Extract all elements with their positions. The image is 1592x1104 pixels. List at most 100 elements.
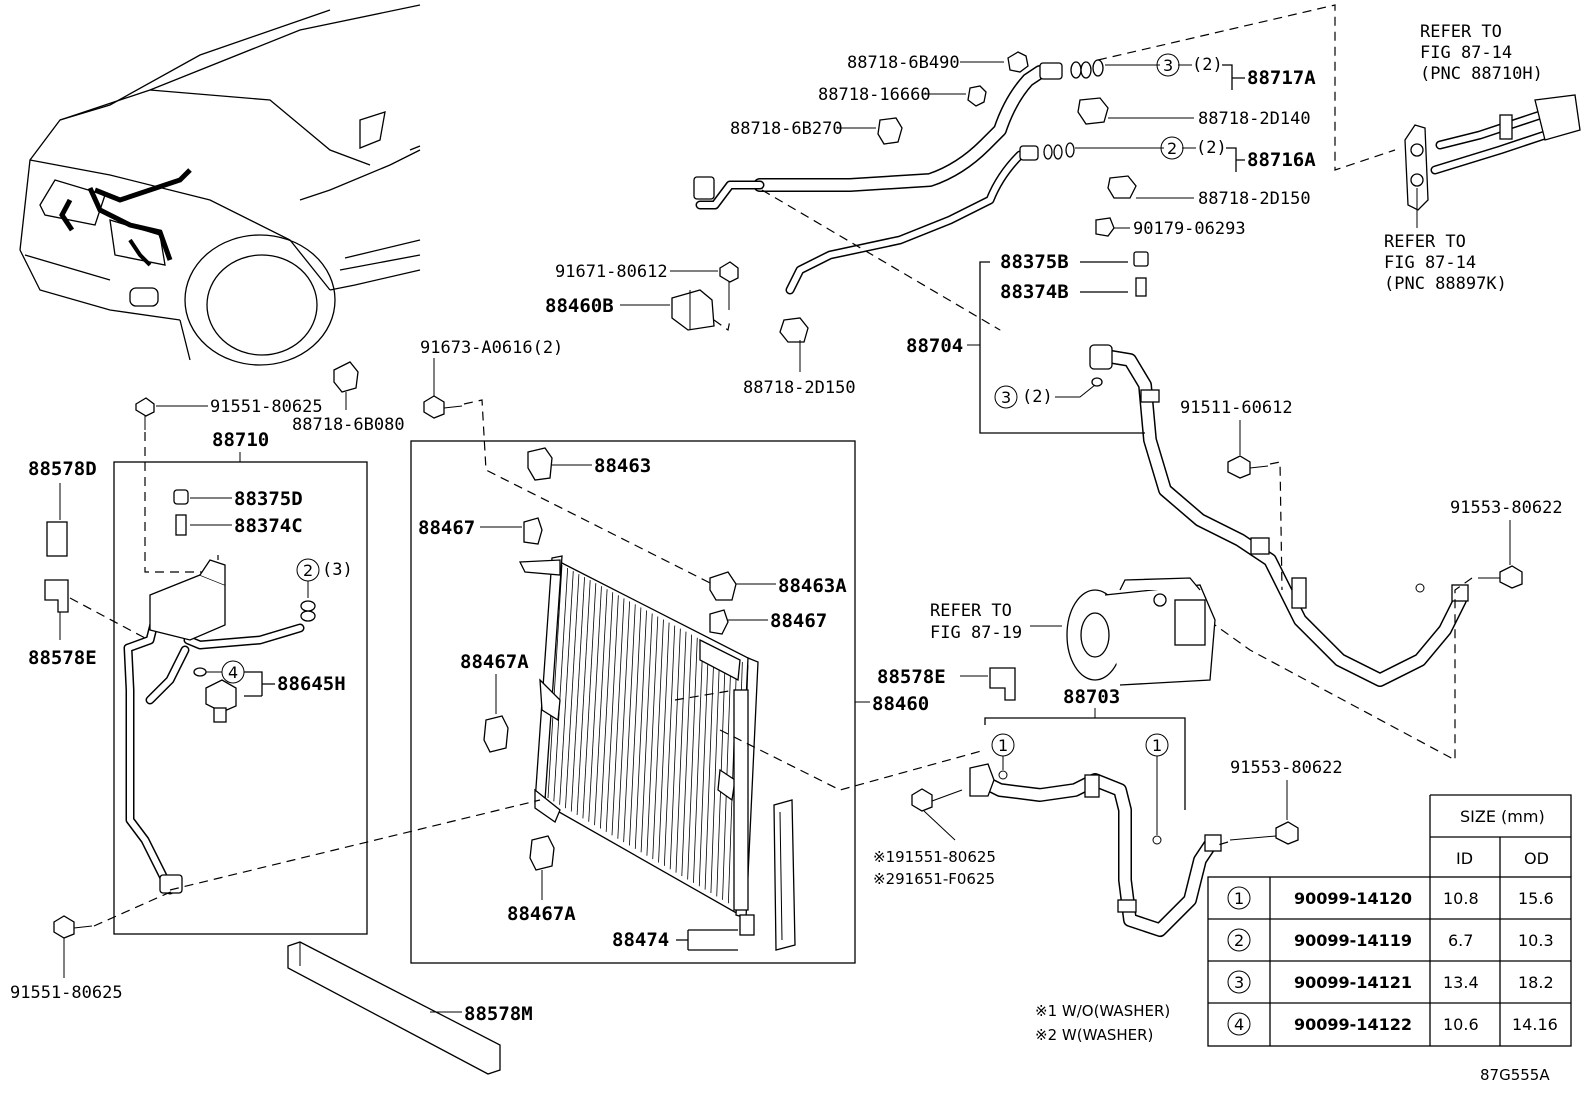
circle-2-label: 2 [1167, 139, 1177, 158]
note-part-label: ※291651-F0625 [873, 870, 995, 888]
part-label-88578E: 88578E [877, 666, 946, 688]
part-label-88710: 88710 [212, 429, 269, 451]
part-label-88578E: 88578E [28, 647, 97, 669]
condenser-fin-line [687, 637, 698, 880]
part-label-88718-6B270: 88718-6B270 [730, 119, 843, 139]
qty-label: (2) [1022, 387, 1053, 407]
circle-3-label: 3 [1001, 388, 1011, 407]
note-part-label: ※191551-80625 [873, 848, 996, 866]
condenser-core [518, 555, 759, 936]
discharge-hose-88716A [785, 142, 1075, 295]
circle-4-label: 4 [228, 663, 238, 682]
condenser-fin-line [582, 583, 597, 819]
part-label-88703: 88703 [1063, 686, 1120, 708]
pressure-switch-icon [205, 679, 237, 723]
table-cell-part: 90099-14122 [1294, 1015, 1412, 1034]
condenser-fin-line [634, 610, 647, 849]
part-label-88718-2D140: 88718-2D140 [1198, 109, 1311, 129]
condenser-fin-line [623, 604, 636, 843]
condenser-fin-line [704, 646, 715, 890]
bolt-icon [719, 261, 739, 310]
condenser-fin-line [652, 619, 664, 860]
condenser-fin-line [594, 589, 608, 826]
table-row: 1 90099-14120 10.8 15.6 [1227, 886, 1554, 910]
seal-strip-icon [287, 941, 501, 1075]
bracket-icon [483, 715, 509, 753]
part-label-88716A: 88716A [1247, 149, 1316, 171]
qty-label: (2) [1192, 55, 1223, 75]
bolt-icon [53, 915, 93, 939]
table-row: 3 90099-14121 13.4 18.2 [1227, 970, 1554, 994]
part-label-88375B: 88375B [1000, 251, 1069, 273]
table-cell-od: 10.3 [1518, 931, 1554, 950]
expansion-valve-pipes [1404, 94, 1581, 211]
compressor-icon [1066, 577, 1216, 686]
cushion-icon [709, 609, 729, 635]
circle-3-label: 3 [1163, 56, 1173, 75]
part-label-88460B: 88460B [545, 295, 614, 317]
part-label-88375D: 88375D [234, 488, 303, 510]
port-cap-icon [173, 489, 189, 536]
part-label-88578D: 88578D [28, 458, 97, 480]
table-col-id: ID [1456, 849, 1473, 868]
ref-text: (PNC 88710H) [1420, 64, 1543, 84]
part-label-88463A: 88463A [778, 575, 847, 597]
bolt-icon [423, 395, 463, 419]
part-label-91673-A0616: 91673-A0616(2) [420, 338, 563, 358]
condenser-fin-line [617, 601, 631, 839]
table-row: 2 90099-14119 6.7 10.3 [1227, 928, 1554, 952]
part-label-91671-80612: 91671-80612 [555, 262, 668, 282]
table-cell-ref: 4 [1234, 1015, 1244, 1034]
part-label-91511-60612: 91511-60612 [1180, 398, 1293, 418]
condenser-fin-line [629, 607, 642, 846]
condenser-fin-line [646, 616, 659, 856]
condenser-fin-line [565, 574, 580, 809]
table-cell-id: 10.6 [1443, 1015, 1479, 1034]
part-label-88474: 88474 [612, 929, 669, 951]
bolt-icon [135, 397, 155, 430]
discharge-hose-88703 [969, 763, 1222, 937]
table-cell-part: 90099-14120 [1294, 889, 1412, 908]
condenser-fin-line [576, 580, 591, 815]
part-label-88704: 88704 [906, 335, 963, 357]
table-cell-part: 90099-14119 [1294, 931, 1412, 950]
suction-hose-88717A [693, 59, 1104, 210]
seal-strip-icon [773, 799, 796, 951]
liquid-pipe-88710 [123, 559, 305, 895]
table-cell-ref: 3 [1234, 973, 1244, 992]
ref-text: (PNC 88897K) [1384, 274, 1507, 294]
condenser-fin-line [559, 571, 574, 805]
clip-icon [333, 361, 359, 410]
table-cell-ref: 1 [1234, 889, 1244, 908]
bracket-icon [527, 447, 553, 481]
part-label-88374C: 88374C [234, 515, 303, 537]
part-label-91551-80625: 91551-80625 [210, 397, 323, 417]
condenser-fin-line [710, 649, 721, 894]
part-label-88718-2D150: 88718-2D150 [1198, 189, 1311, 209]
ref-text: REFER TO [1384, 232, 1466, 252]
condenser-fin-line [693, 640, 704, 883]
table-col-od: OD [1524, 849, 1549, 868]
condenser-fin-line [675, 631, 687, 873]
part-label-88463: 88463 [594, 455, 651, 477]
condenser-fin-line [698, 643, 709, 887]
table-cell-id: 13.4 [1443, 973, 1479, 992]
bracket-icon [671, 289, 715, 331]
part-label-88645H: 88645H [277, 673, 346, 695]
condenser-fin-line [640, 613, 653, 853]
part-label-88718-6B080: 88718-6B080 [292, 415, 405, 435]
size-ref-circle [994, 385, 1018, 409]
table-cell-part: 90099-14121 [1294, 973, 1412, 992]
seal-icon [44, 579, 69, 613]
table-cell-od: 15.6 [1518, 889, 1554, 908]
part-label-91553-80622: 91553-80622 [1230, 758, 1343, 778]
part-label-88578M: 88578M [464, 1003, 533, 1025]
ref-text: FIG 87-14 [1420, 43, 1512, 63]
condenser-fin-line [663, 625, 676, 866]
table-cell-id: 6.7 [1448, 931, 1473, 950]
condenser-fin-line [669, 628, 681, 870]
condenser-fin-line [611, 598, 625, 836]
seal-icon [989, 667, 1016, 701]
table-row: 4 90099-14122 10.6 14.16 [1227, 1012, 1558, 1036]
